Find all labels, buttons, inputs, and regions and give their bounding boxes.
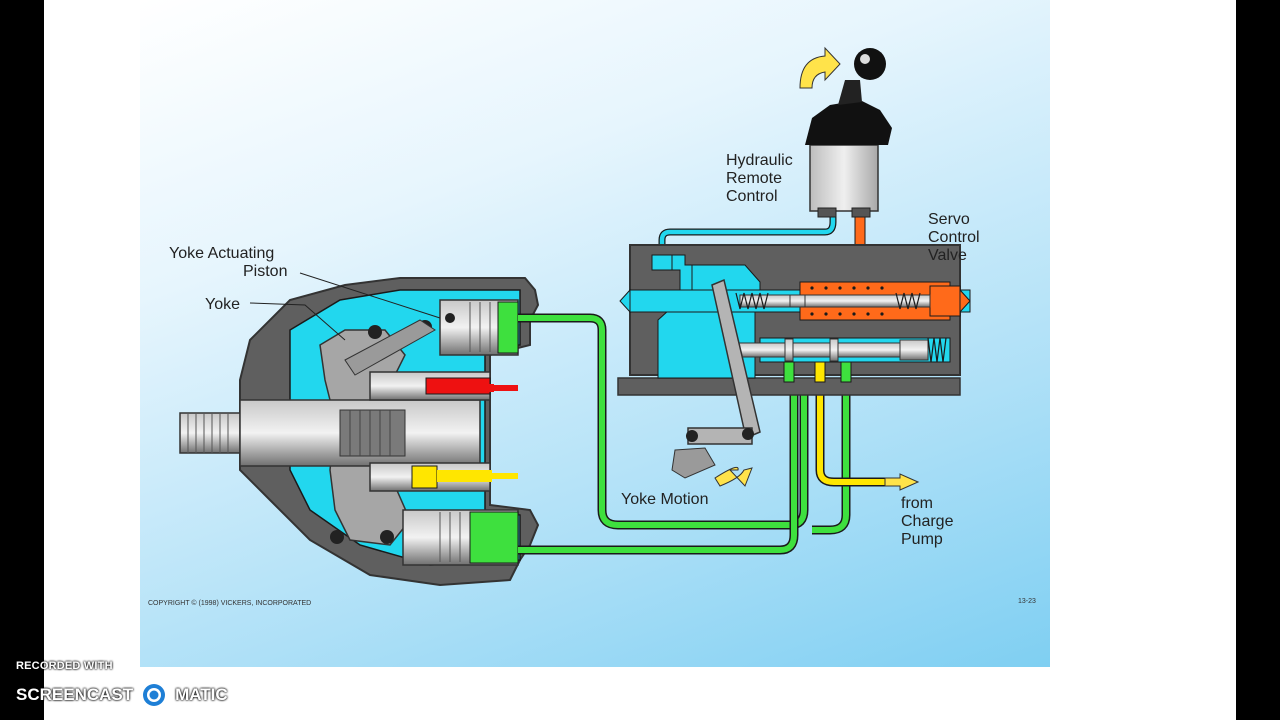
upper-piston <box>369 371 491 401</box>
copyright-notice: COPYRIGHT © (1998) VICKERS, INCORPORATED <box>148 599 311 607</box>
leader-lines <box>249 272 441 341</box>
hydraulic-remote-control <box>805 48 892 218</box>
drive-shaft <box>179 399 481 467</box>
watermark-recorded-with: RECORDED WITH <box>16 660 113 672</box>
left-black-bar <box>0 0 44 720</box>
label-piston: Piston <box>243 263 287 280</box>
label-valve: Valve <box>928 247 967 264</box>
label-servo-control: Control <box>928 229 980 246</box>
label-yoke: Yoke <box>205 296 240 313</box>
pump-diagram: Yoke Actuating Piston Yoke Hydraulic Rem… <box>148 46 1036 607</box>
figure-number: 13-23 <box>1018 598 1036 605</box>
lower-piston <box>369 462 492 492</box>
watermark-word-screencast: SCREENCAST <box>16 685 134 704</box>
label-remote: Remote <box>726 170 782 187</box>
label-servo: Servo <box>928 211 970 228</box>
feedback-lever <box>671 278 761 479</box>
screencast-watermark: RECORDED WITH SCREENCAST MATIC <box>16 660 246 712</box>
diagram-slide: Yoke Actuating Piston Yoke Hydraulic Rem… <box>140 0 1050 667</box>
label-hydraulic: Hydraulic <box>726 152 793 169</box>
yoke-actuating-piston-bottom <box>402 509 519 566</box>
label-charge: Charge <box>901 513 954 530</box>
yoke-actuating-piston-top <box>439 299 519 356</box>
servo-control-valve <box>617 244 971 396</box>
right-black-bar <box>1236 0 1280 720</box>
motion-arrows <box>714 46 920 491</box>
screencast-logo-icon <box>140 681 169 709</box>
label-pump: Pump <box>901 531 943 548</box>
watermark-row: SCREENCAST MATIC <box>16 678 228 712</box>
label-yoke-motion: Yoke Motion <box>621 491 708 508</box>
label-from: from <box>901 495 933 512</box>
watermark-word-matic: MATIC <box>175 685 228 704</box>
label-control: Control <box>726 188 778 205</box>
label-yoke-actuating: Yoke Actuating <box>169 245 274 262</box>
hydraulic-lines <box>490 211 900 555</box>
